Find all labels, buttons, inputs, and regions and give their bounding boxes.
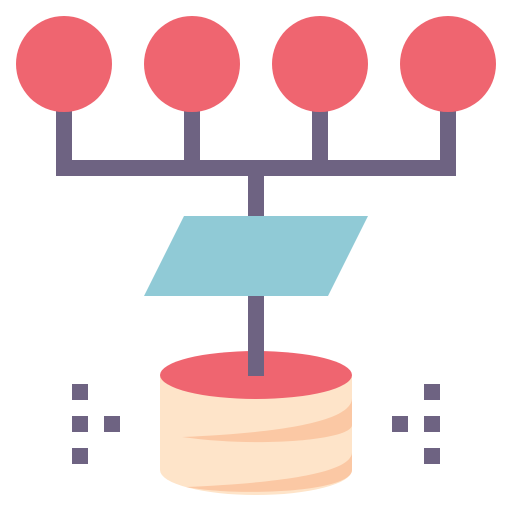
- output-node-icon: [16, 16, 112, 112]
- dot: [424, 448, 440, 464]
- dot: [72, 448, 88, 464]
- dot: [392, 416, 408, 432]
- branch-stem-4: [440, 100, 456, 174]
- dot: [424, 384, 440, 400]
- dot: [104, 416, 120, 432]
- cylinder-stripe-upper: [182, 398, 352, 443]
- trunk-upper: [248, 160, 264, 220]
- output-nodes: [16, 16, 496, 112]
- branch-stem-1: [56, 100, 72, 174]
- output-node-icon: [144, 16, 240, 112]
- trunk-into-cylinder: [248, 296, 264, 376]
- output-node-icon: [400, 16, 496, 112]
- process-parallelogram-icon: [144, 216, 368, 296]
- dot: [424, 416, 440, 432]
- pixel-dots-decoration: [72, 384, 440, 464]
- dot: [72, 384, 88, 400]
- output-node-icon: [272, 16, 368, 112]
- branch-stem-3: [312, 100, 328, 174]
- branch-stem-2: [184, 100, 200, 174]
- database-cylinder-icon: [160, 296, 352, 495]
- cylinder-stripe-lower: [186, 452, 352, 492]
- dot: [72, 416, 88, 432]
